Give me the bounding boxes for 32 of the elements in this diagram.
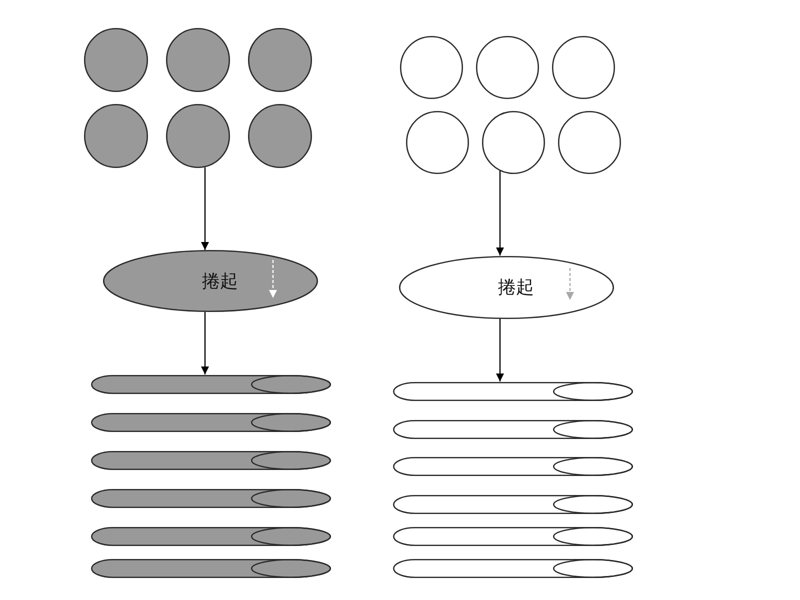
rolled-tube <box>393 558 633 578</box>
disc <box>248 28 312 92</box>
rolled-tube <box>393 526 633 546</box>
disc <box>406 110 468 174</box>
rolled-tube <box>91 412 331 432</box>
process-label: 捲起 <box>202 270 238 292</box>
rolled-tube <box>91 558 331 578</box>
disc <box>84 104 148 168</box>
rolled-tube <box>393 456 633 476</box>
disc <box>552 36 614 98</box>
rolled-tube <box>393 382 633 400</box>
process-ellipse <box>102 250 318 312</box>
disc <box>400 36 462 98</box>
rolled-tube <box>91 374 331 394</box>
arrow <box>201 167 209 250</box>
arrow <box>496 318 504 382</box>
rolled-tube <box>91 526 331 546</box>
process-ellipse <box>398 256 614 318</box>
rolled-tube <box>91 450 331 470</box>
disc <box>84 28 148 92</box>
disc <box>558 110 620 174</box>
rolled-tube <box>91 488 331 508</box>
disc <box>482 110 544 174</box>
rolled-tube <box>393 494 633 514</box>
disc <box>166 28 230 92</box>
arrow <box>201 312 209 374</box>
disc <box>248 104 312 168</box>
disc <box>476 36 538 98</box>
process-label: 捲起 <box>498 276 534 298</box>
disc <box>166 104 230 168</box>
rolled-tube <box>393 420 633 438</box>
arrow <box>496 170 504 256</box>
